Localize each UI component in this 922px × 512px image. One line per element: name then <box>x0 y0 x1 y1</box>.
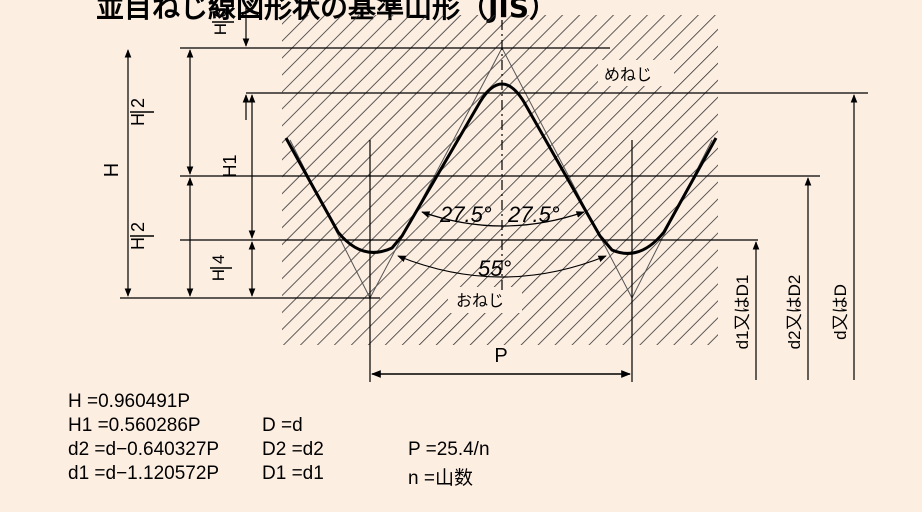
formula-H: H =0.960491P <box>68 391 191 412</box>
formula-d1: d1 =d−1.120572P <box>68 463 220 484</box>
d2-label: d2又はD2 <box>785 275 804 350</box>
formula-D: D =d <box>262 415 303 436</box>
formula-H1: H1 =0.560286P <box>68 415 201 436</box>
H-quarter-fraction: H 4 <box>209 255 232 281</box>
pitch-label: P <box>494 345 507 367</box>
angle-left-label: 27.5° <box>439 202 492 227</box>
formula-D1: D1 =d1 <box>262 463 324 484</box>
external-thread-label: おねじ <box>456 292 504 310</box>
angle-right-label: 27.5° <box>507 202 560 227</box>
svg-text:6: 6 <box>211 9 230 18</box>
label-bg-internal <box>598 60 674 86</box>
formula-n: n =山数 <box>408 468 473 489</box>
svg-text:4: 4 <box>209 255 228 264</box>
label-bg-external <box>448 287 522 313</box>
angle-total-label: 55° <box>478 256 511 281</box>
H-half-top-fraction: H 2 <box>128 98 154 126</box>
angle-arc-full <box>397 255 607 278</box>
H-sixth-fraction: H 6 <box>211 9 234 35</box>
svg-text:2: 2 <box>128 222 148 232</box>
svg-text:2: 2 <box>128 98 148 108</box>
H1-label: H1 <box>220 154 240 177</box>
d-label: d又はD <box>831 284 850 340</box>
formula-d2: d2 =d−0.640327P <box>68 439 220 460</box>
d1-label: d1又はD1 <box>733 275 752 350</box>
svg-text:H: H <box>128 237 148 250</box>
angle-arc-half <box>421 211 585 227</box>
internal-thread-label: めねじ <box>604 66 652 84</box>
H-half-bottom-fraction: H 2 <box>128 222 154 250</box>
H-label: H <box>101 163 123 177</box>
svg-text:H: H <box>209 269 228 281</box>
formula-D2: D2 =d2 <box>262 439 324 460</box>
formula-P: P =25.4/n <box>408 439 490 460</box>
svg-text:H: H <box>128 113 148 126</box>
svg-text:H: H <box>211 23 230 35</box>
